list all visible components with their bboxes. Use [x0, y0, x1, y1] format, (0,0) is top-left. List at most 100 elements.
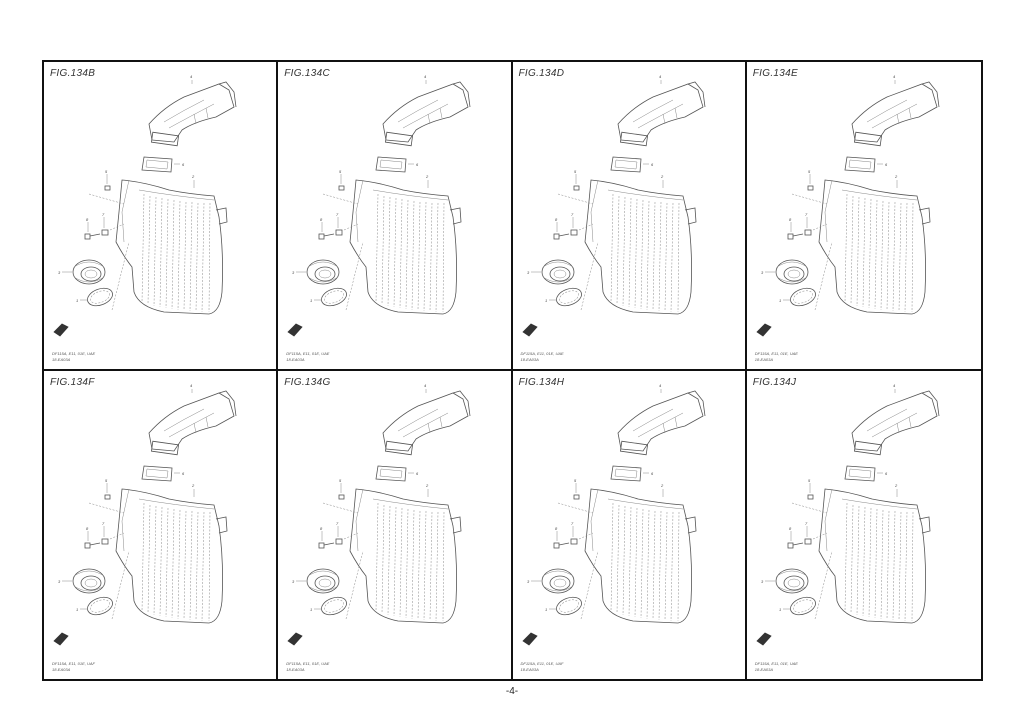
- drawing-code: 18-EA03A: [52, 667, 71, 672]
- drawing-code: 18-EA03A: [520, 667, 539, 672]
- label-washer: 7: [571, 521, 574, 526]
- figure-footer: DF115A, E11, 01E, UAE 18-EA03A: [755, 351, 798, 363]
- label-clip: 5: [105, 169, 108, 174]
- label-clip: 5: [339, 169, 342, 174]
- figure-footer: DF115A, E11, 01E, UAF 18-EA03A: [52, 661, 95, 673]
- label-seal: 6: [182, 471, 185, 476]
- label-ring: 1: [310, 298, 312, 303]
- figure-title: FIG.134H: [518, 376, 565, 388]
- model-codes: DF115A, E11, 01E, UAE: [286, 350, 330, 356]
- figure-panel-fig134c: FIG.134C 6 2 4 5: [278, 62, 513, 371]
- label-ring: 1: [779, 298, 781, 303]
- label-silencer: 2: [660, 483, 664, 488]
- figure-title: FIG.134B: [50, 68, 96, 79]
- label-bolt: 8: [86, 526, 89, 531]
- label-washer: 7: [805, 521, 808, 526]
- parts-diagram: 6 2 4 5 8 7: [287, 74, 471, 337]
- label-pulley: 3: [761, 579, 764, 584]
- drawing-code: 18-EA03A: [754, 356, 773, 362]
- figure-panel-fig134g: FIG.134G 6 2 4 5: [278, 370, 513, 679]
- label-seal: 6: [885, 162, 888, 167]
- label-washer: 7: [336, 521, 339, 526]
- figure-title: FIG.134E: [752, 68, 798, 79]
- figure-footer: DF115A, E11, 01E, UAE 18-EA03A: [755, 661, 798, 673]
- figure-footer: DF115A, E11, 01E, UAE 18-EA03A: [521, 351, 564, 363]
- label-bolt: 8: [320, 526, 323, 531]
- label-duct: 4: [659, 383, 662, 388]
- label-clip: 5: [574, 169, 577, 174]
- label-pulley: 3: [58, 270, 61, 275]
- label-duct: 4: [893, 383, 896, 388]
- figure-panel-fig134h: FIG.134H 6 2 4 5: [513, 370, 747, 679]
- model-codes: DF115A, E11, 01E, UAF: [520, 661, 564, 666]
- label-seal: 6: [416, 162, 419, 167]
- model-codes: DF115A, E11, 01E, UAE: [520, 350, 564, 356]
- figure-footer: DF115A, E11, 01E, UAE 18-EA03A: [52, 351, 95, 363]
- parts-diagram: 6 2 4 5 8 7: [521, 74, 705, 337]
- label-pulley: 3: [58, 579, 61, 584]
- label-washer: 7: [571, 212, 574, 217]
- parts-diagram: 6 2 4 5 8 7: [521, 383, 705, 646]
- figure-panel-fig134j: FIG.134J 6 2 4 5: [747, 371, 981, 680]
- label-seal: 6: [182, 162, 185, 167]
- label-seal: 6: [416, 471, 419, 476]
- label-duct: 4: [190, 74, 193, 79]
- model-codes: DF115A, E11, 01E, UAE: [52, 350, 96, 356]
- label-seal: 6: [651, 471, 654, 476]
- drawing-code: 18-EA03A: [286, 356, 305, 362]
- page-number: -4-: [505, 686, 519, 697]
- figure-footer: DF115A, E11, 01E, UAE 18-EA03A: [286, 661, 329, 673]
- figure-panel-fig134d: FIG.134D 6 2 4 5: [512, 62, 747, 371]
- label-clip: 5: [808, 169, 811, 174]
- drawing-code: 18-EA03A: [520, 356, 539, 362]
- label-washer: 7: [336, 212, 339, 217]
- figure-footer: DF115A, E11, 01E, UAE 18-EA03A: [286, 351, 329, 363]
- label-pulley: 3: [292, 579, 295, 584]
- label-duct: 4: [424, 383, 427, 388]
- label-washer: 7: [102, 521, 105, 526]
- figure-title: FIG.134J: [752, 376, 797, 388]
- label-duct: 4: [659, 74, 662, 79]
- drawing-code: 18-EA03A: [52, 356, 71, 362]
- parts-diagram: 6 2 4 5 8 7: [756, 383, 940, 646]
- label-bolt: 8: [789, 526, 792, 531]
- model-codes: DF115A, E11, 01E, UAF: [52, 661, 95, 666]
- label-ring: 1: [545, 607, 547, 612]
- parts-diagram: 6 2 4 5 8 7: [53, 383, 237, 646]
- label-bolt: 8: [555, 526, 558, 531]
- label-silencer: 2: [894, 483, 898, 488]
- label-clip: 5: [339, 478, 342, 483]
- label-duct: 4: [424, 74, 427, 79]
- label-seal: 6: [885, 471, 888, 476]
- label-seal: 6: [651, 162, 654, 167]
- model-codes: DF115A, E11, 01E, UAE: [754, 661, 798, 666]
- label-washer: 7: [102, 212, 105, 217]
- label-silencer: 2: [191, 483, 195, 488]
- label-pulley: 3: [527, 270, 530, 275]
- label-silencer: 2: [425, 483, 429, 488]
- label-duct: 4: [190, 383, 193, 388]
- label-ring: 1: [76, 607, 78, 612]
- figure-footer: DF115A, E11, 01E, UAF 18-EA03A: [521, 661, 564, 673]
- label-bolt: 8: [789, 217, 792, 222]
- label-bolt: 8: [86, 217, 89, 222]
- drawing-code: 18-EA03A: [286, 667, 305, 672]
- parts-diagram: 6 2 4 5 8 7: [53, 74, 237, 337]
- label-pulley: 3: [292, 270, 295, 275]
- label-duct: 4: [893, 74, 896, 79]
- drawing-code: 18-EA03A: [754, 667, 773, 672]
- figure-title: FIG.134F: [50, 376, 95, 388]
- label-bolt: 8: [555, 217, 558, 222]
- label-clip: 5: [808, 478, 811, 483]
- label-ring: 1: [545, 298, 547, 303]
- figure-panel-fig134f: FIG.134F 6 2 4 5: [44, 370, 279, 679]
- label-silencer: 2: [660, 174, 664, 179]
- label-bolt: 8: [320, 217, 323, 222]
- label-silencer: 2: [425, 174, 429, 179]
- figure-panel-fig134b: FIG.134B 6 2 4 5: [44, 62, 279, 371]
- parts-diagram: 6 2 4 5 8 7: [756, 74, 940, 337]
- label-silencer: 2: [191, 174, 195, 179]
- model-codes: DF115A, E11, 01E, UAE: [286, 661, 330, 666]
- figure-title: FIG.134G: [284, 376, 331, 388]
- parts-diagram: 6 2 4 5 8 7: [287, 383, 471, 646]
